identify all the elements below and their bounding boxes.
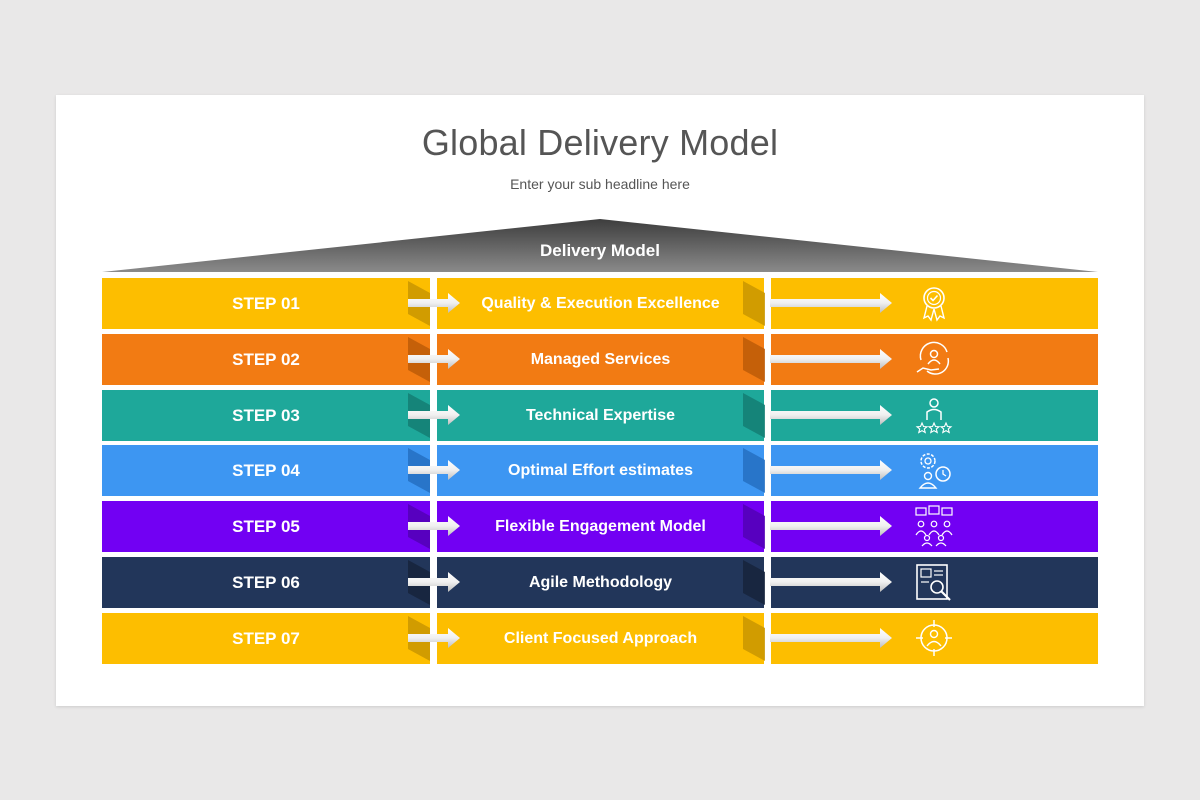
arrow-right-icon (408, 405, 460, 425)
step-segment (102, 278, 430, 329)
step-row: STEP 03 Technical Expertise (102, 390, 1098, 441)
fold-shadow (743, 560, 765, 605)
step-number: STEP 04 (232, 461, 300, 480)
hand-person-cycle-icon (916, 341, 950, 375)
step-label: Managed Services (530, 351, 671, 368)
target-person-icon (916, 620, 952, 656)
label-segment (437, 278, 764, 329)
fold-shadow (743, 393, 765, 438)
roof-label: Delivery Model (540, 241, 660, 260)
step-label: Agile Methodology (528, 574, 673, 591)
arrow-right-icon (408, 516, 460, 536)
label-segment (437, 334, 764, 385)
step-row: STEP 01 Quality & Execution Excellence (102, 278, 1098, 329)
fold-shadow (743, 504, 765, 549)
person-stars-icon (915, 398, 953, 434)
step-number: STEP 02 (232, 350, 300, 369)
arrow-right-icon (408, 293, 460, 313)
step-row: STEP 07 Client Focused Approach (102, 613, 1098, 664)
fold-shadow (743, 448, 765, 493)
label-segment (437, 557, 764, 608)
step-number: STEP 03 (232, 406, 300, 425)
label-segment (437, 501, 764, 552)
arrow-right-icon (770, 460, 892, 480)
page-title: Global Delivery Model (421, 122, 779, 163)
step-row: STEP 02 Managed Services (102, 334, 1098, 385)
step-segment (102, 390, 430, 441)
step-row: STEP 06 Agile Methodology (102, 557, 1098, 608)
slide: Global Delivery Model Enter your sub hea… (56, 95, 1144, 706)
step-segment (102, 445, 430, 496)
arrow-right-icon (770, 628, 892, 648)
step-segment (102, 334, 430, 385)
arrow-right-icon (408, 628, 460, 648)
step-label: Flexible Engagement Model (495, 518, 706, 535)
arrow-right-icon (770, 293, 892, 313)
label-segment (437, 390, 764, 441)
fold-shadow (743, 616, 765, 661)
fold-shadow (743, 281, 765, 326)
label-segment (437, 613, 764, 664)
step-label: Client Focused Approach (503, 630, 698, 647)
arrow-right-icon (408, 349, 460, 369)
roof-shape (102, 219, 1098, 272)
arrow-right-icon (408, 572, 460, 592)
arrow-right-icon (408, 460, 460, 480)
step-segment (102, 501, 430, 552)
step-row: STEP 04 Optimal Effort estimates (102, 445, 1098, 496)
step-label: Quality & Execution Excellence (481, 295, 720, 312)
award-badge-icon (922, 287, 946, 322)
step-row: STEP 05 Flexible Engagement Model (102, 501, 1098, 552)
page-subtitle: Enter your sub headline here (510, 176, 690, 192)
step-number: STEP 01 (232, 294, 300, 313)
arrow-right-icon (770, 349, 892, 369)
arrow-right-icon (770, 516, 892, 536)
document-search-icon (916, 564, 951, 601)
team-feedback-icon (915, 505, 953, 547)
step-label: Technical Expertise (525, 407, 676, 424)
step-number: STEP 06 (232, 573, 300, 592)
step-number: STEP 05 (232, 517, 300, 536)
step-label: Optimal Effort estimates (508, 462, 693, 479)
person-gear-clock-icon (918, 453, 951, 489)
step-number: STEP 07 (232, 629, 300, 648)
arrow-right-icon (770, 405, 892, 425)
fold-shadow (743, 337, 765, 382)
label-segment (437, 445, 764, 496)
step-segment (102, 613, 430, 664)
step-segment (102, 557, 430, 608)
arrow-right-icon (770, 572, 892, 592)
